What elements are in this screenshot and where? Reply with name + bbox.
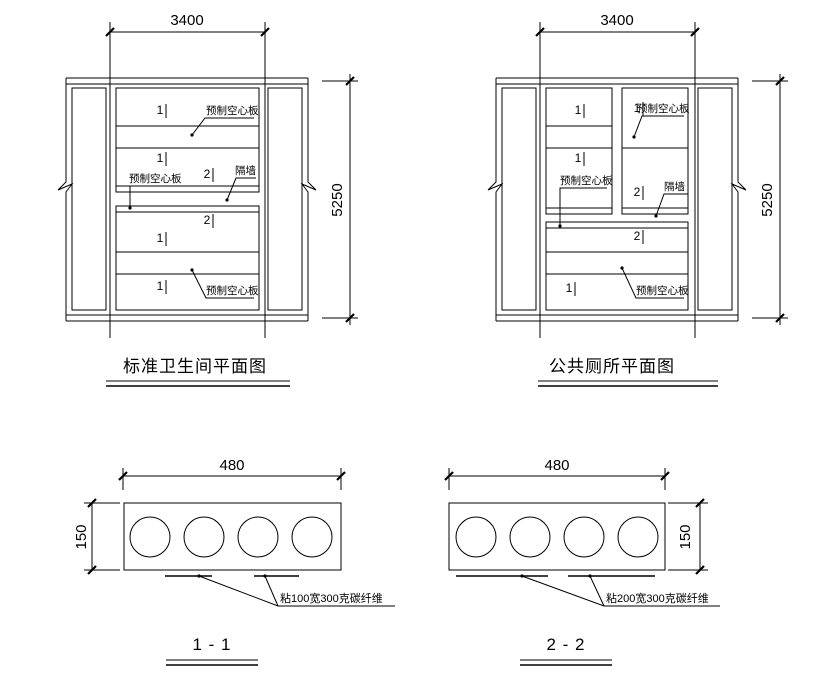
width-dim-label: 480 bbox=[544, 457, 569, 474]
width-dimension: 480 bbox=[444, 457, 670, 490]
height-dim-label: 150 bbox=[73, 524, 90, 549]
section-title: 2 - 2 bbox=[546, 635, 585, 654]
label-slab-bottom: 预制空心板 bbox=[206, 284, 259, 297]
width-dim-label: 480 bbox=[219, 457, 244, 474]
lower-slab-panel bbox=[545, 221, 689, 311]
height-dim-label: 150 bbox=[677, 524, 694, 549]
hollow-slab-section bbox=[123, 502, 342, 571]
height-dimension: 150 bbox=[668, 498, 708, 575]
section-title: 1 - 1 bbox=[192, 635, 231, 654]
hollow-core bbox=[509, 516, 551, 558]
width-dimension: 3400 bbox=[535, 12, 700, 78]
width-dim-label: 3400 bbox=[170, 12, 203, 29]
carbon-fiber-note: 粘100宽300克碳纤维 bbox=[280, 591, 383, 605]
section-mark-2: 2 bbox=[634, 229, 641, 243]
hollow-slab-section bbox=[448, 502, 666, 571]
section-mark-1: 1 bbox=[157, 279, 164, 293]
label-slab-bottom: 预制空心板 bbox=[636, 284, 689, 297]
height-dimension: 5250 bbox=[322, 74, 358, 325]
label-partition: 隔墙 bbox=[664, 180, 685, 193]
section-mark-1: 1 bbox=[157, 103, 164, 117]
section-mark-1: 1 bbox=[575, 103, 582, 117]
section-mark-1: 1 bbox=[157, 151, 164, 165]
label-slab-top: 预制空心板 bbox=[637, 102, 690, 115]
width-dim-label: 3400 bbox=[600, 12, 633, 29]
section-2-2: 480 150 粘200宽300克碳纤维 2 - 2 bbox=[444, 457, 720, 666]
section-mark-1: 1 bbox=[157, 231, 164, 245]
carbon-fiber-note: 粘200宽300克碳纤维 bbox=[606, 591, 709, 605]
plan-public: 3400 bbox=[487, 12, 788, 387]
hollow-core bbox=[129, 516, 171, 558]
height-dimension: 5250 bbox=[752, 74, 788, 325]
upper-left-slab-panel bbox=[545, 87, 613, 215]
hollow-core bbox=[563, 516, 605, 558]
height-dim-label: 5250 bbox=[329, 183, 346, 216]
label-slab-top: 预制空心板 bbox=[206, 104, 259, 117]
upper-right-slab-panel bbox=[621, 87, 689, 215]
section-mark-1: 1 bbox=[634, 101, 641, 115]
right-wall bbox=[264, 64, 317, 338]
lower-slab-panel bbox=[115, 205, 260, 311]
annotations: 预制空心板 预制空心板 隔墙 预制空心板 bbox=[558, 102, 690, 299]
hollow-core bbox=[183, 516, 225, 558]
plan-standard: 3400 bbox=[57, 12, 358, 387]
section-1-1: 480 150 粘100宽300克碳纤维 1 - 1 bbox=[73, 457, 395, 666]
label-slab-mid: 预制空心板 bbox=[560, 174, 613, 187]
width-dimension: 480 bbox=[118, 457, 346, 490]
section-mark-2: 2 bbox=[204, 213, 211, 227]
height-dimension: 150 bbox=[73, 498, 120, 575]
section-mark-1: 1 bbox=[575, 151, 582, 165]
plan-title: 标准卫生间平面图 bbox=[123, 357, 267, 376]
label-partition: 隔墙 bbox=[235, 164, 256, 177]
width-dimension: 3400 bbox=[105, 12, 270, 78]
upper-slab-panel bbox=[115, 87, 260, 193]
height-dim-label: 5250 bbox=[759, 183, 776, 216]
plan-title: 公共厕所平面图 bbox=[549, 357, 675, 376]
section-marks: 1 1 2 2 1 1 bbox=[157, 103, 214, 294]
hollow-core bbox=[455, 516, 497, 558]
left-wall bbox=[57, 64, 111, 338]
section-mark-2: 2 bbox=[204, 167, 211, 181]
right-wall bbox=[694, 64, 747, 338]
left-wall bbox=[487, 64, 541, 338]
annotations: 预制空心板 预制空心板 隔墙 预制空心板 bbox=[128, 104, 259, 299]
hollow-core bbox=[617, 516, 659, 558]
section-mark-1: 1 bbox=[566, 281, 573, 295]
label-slab-mid: 预制空心板 bbox=[129, 172, 182, 185]
section-marks: 1 1 1 2 2 1 bbox=[566, 101, 644, 296]
hollow-core bbox=[291, 516, 333, 558]
section-mark-2: 2 bbox=[634, 185, 641, 199]
hollow-core bbox=[237, 516, 279, 558]
